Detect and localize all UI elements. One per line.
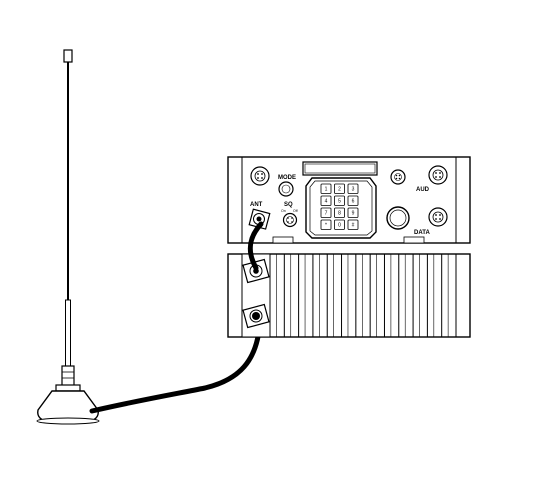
keypad-key-label: 3 xyxy=(352,187,355,193)
connector-top-center[interactable] xyxy=(390,169,406,185)
heatsink-fins xyxy=(269,254,457,337)
keypad-key[interactable]: 7 xyxy=(320,207,332,218)
keypad-key-label: # xyxy=(352,223,355,229)
sq-label: SQ xyxy=(284,202,293,208)
keypad-key[interactable]: 5 xyxy=(334,195,345,206)
aud-label: AUD xyxy=(416,187,430,193)
keypad-key[interactable]: 9 xyxy=(347,207,359,218)
keypad-key-label: 1 xyxy=(325,187,328,193)
keypad-key-label: 4 xyxy=(325,199,328,205)
keypad-key-label: 0 xyxy=(338,223,341,229)
keypad-key-label: 5 xyxy=(338,199,341,205)
amplifier-heatsink-unit xyxy=(227,253,471,338)
antenna-coax-cable xyxy=(89,317,263,414)
keypad-key[interactable]: # xyxy=(347,219,359,230)
volume-knob[interactable] xyxy=(386,206,410,230)
antenna-collar xyxy=(55,384,81,392)
keypad-key[interactable]: 3 xyxy=(347,183,359,194)
data-connector[interactable] xyxy=(428,207,448,227)
keypad-key-label: 8 xyxy=(338,211,341,217)
keypad-key[interactable]: 8 xyxy=(334,207,345,218)
keypad: 1 2 3 4 5 6 7 8 9 * 0 # xyxy=(320,183,359,230)
magnetic-base xyxy=(37,390,99,423)
antenna-tip xyxy=(63,49,73,63)
ant-label: ANT xyxy=(250,202,263,208)
connector-top-left[interactable] xyxy=(250,166,270,186)
keypad-key[interactable]: * xyxy=(320,219,332,230)
aud-connector[interactable] xyxy=(428,165,448,185)
keypad-key-label: 2 xyxy=(338,187,341,193)
mode-knob[interactable] xyxy=(278,181,294,197)
keypad-key[interactable]: 0 xyxy=(334,219,345,230)
radio-front-panel: MODE SQ On Off ANT 1 2 3 4 5 6 7 8 9 * 0 # xyxy=(227,156,471,244)
keypad-key-label: * xyxy=(325,223,327,229)
keypad-key-label: 9 xyxy=(352,211,355,217)
keypad-key[interactable]: 2 xyxy=(334,183,345,194)
squelch-knob[interactable] xyxy=(282,212,298,228)
keypad-key[interactable]: 4 xyxy=(320,195,332,206)
keypad-key-label: 7 xyxy=(325,211,328,217)
mode-label: MODE xyxy=(278,175,296,181)
sq-off-label: Off xyxy=(293,209,298,213)
antenna-spring xyxy=(61,365,75,387)
jumper-coax-cable xyxy=(247,221,264,271)
sq-on-label: On xyxy=(281,209,286,213)
keypad-key-label: 6 xyxy=(352,199,355,205)
antenna-lower-rod xyxy=(65,299,71,369)
data-label: DATA xyxy=(414,230,430,236)
amp-rf-in-connector[interactable] xyxy=(242,258,270,284)
keypad-key[interactable]: 6 xyxy=(347,195,359,206)
whip-antenna xyxy=(36,49,100,425)
display-window xyxy=(302,161,378,176)
keypad-key[interactable]: 1 xyxy=(320,183,332,194)
